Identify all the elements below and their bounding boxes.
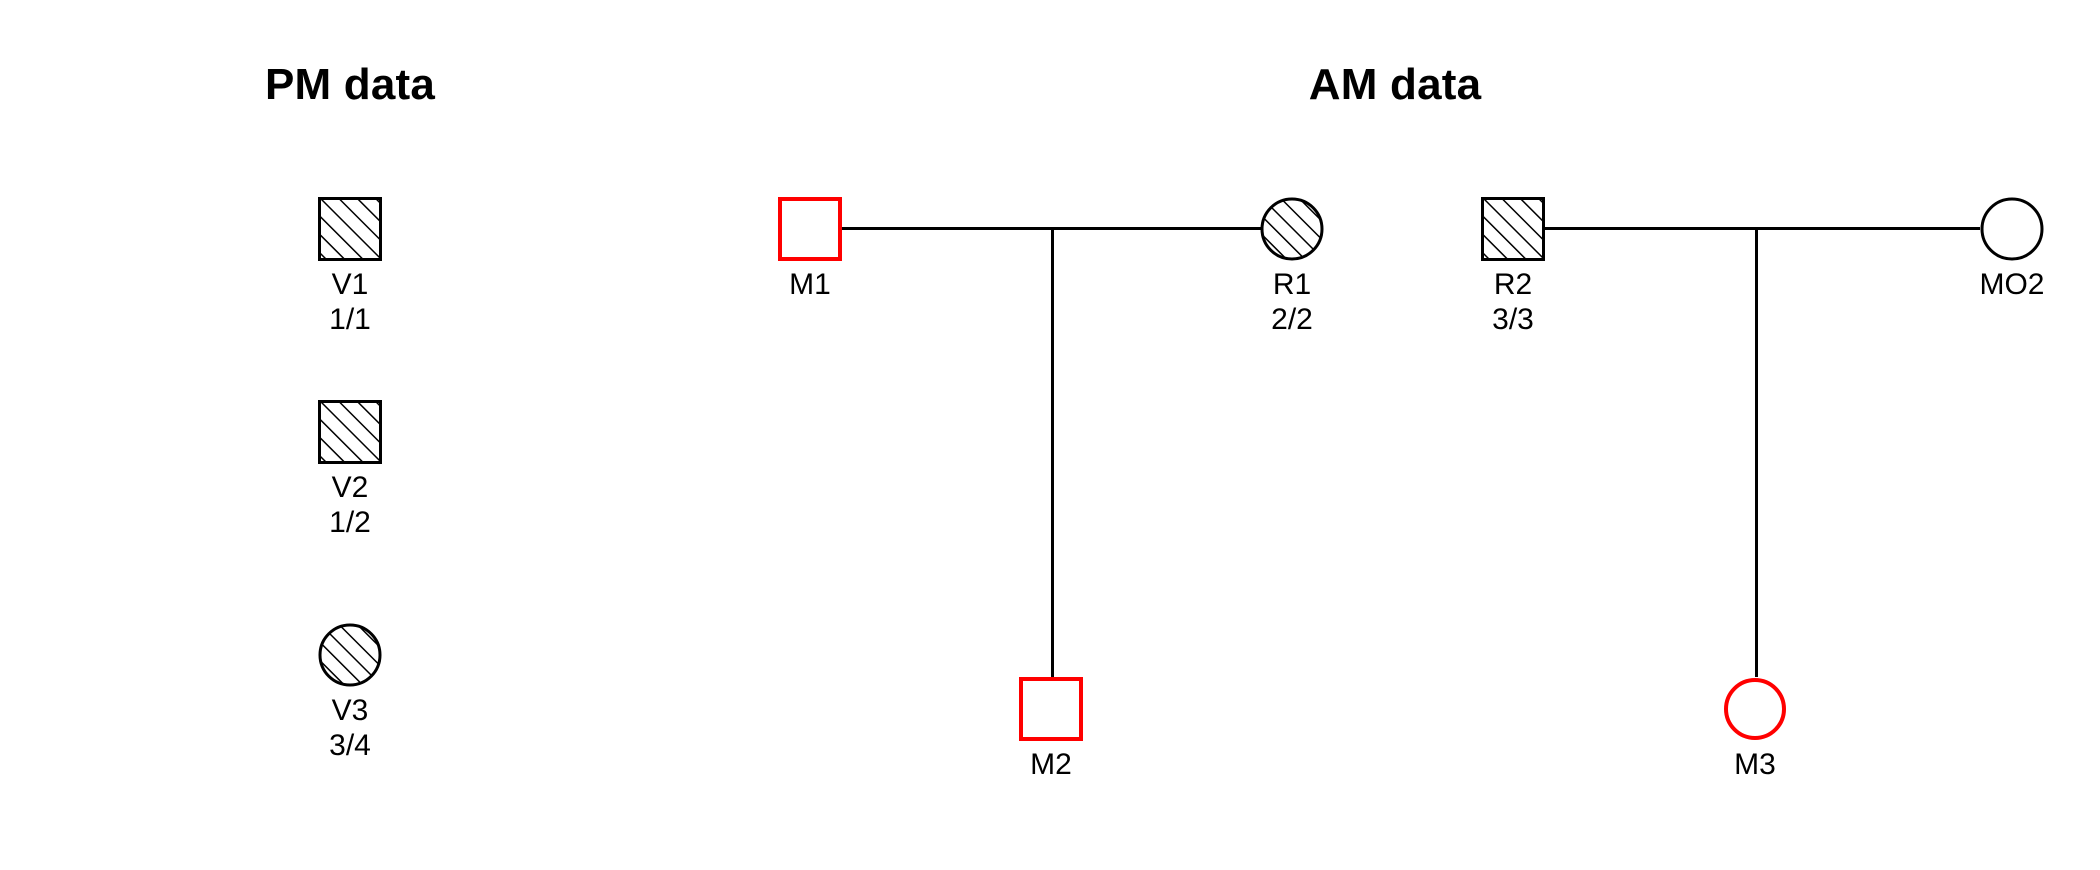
mating-line-family-1	[842, 227, 1292, 230]
pm-individual-v1: V1 1/1	[318, 197, 382, 338]
individual-id: M1	[789, 268, 831, 301]
square-empty-icon	[778, 197, 842, 261]
am-data-title: AM data	[1308, 60, 1482, 109]
am-individual-mo2: MO2	[1979, 197, 2045, 302]
square-hatched-icon	[318, 400, 382, 464]
individual-genotype: 3/3	[1492, 303, 1534, 337]
pm-individual-v2: V2 1/2	[318, 400, 382, 541]
individual-id: V2	[331, 471, 369, 504]
individual-genotype: 2/2	[1271, 303, 1313, 337]
individual-id: R1	[1272, 268, 1312, 301]
square-hatched-icon	[318, 197, 382, 261]
individual-id: M3	[1734, 748, 1776, 781]
individual-id: MO2	[1979, 268, 2045, 301]
descent-line-family-1	[1051, 227, 1054, 677]
individual-id: V1	[331, 268, 369, 301]
mating-line-family-2	[1545, 227, 1980, 230]
am-individual-m2: M2	[1019, 677, 1083, 782]
pm-data-title: PM data	[264, 60, 436, 109]
square-empty-icon	[1019, 677, 1083, 741]
circle-hatched-icon	[1260, 197, 1324, 261]
am-individual-r1: R1 2/2	[1260, 197, 1324, 338]
am-individual-r2: R2 3/3	[1481, 197, 1545, 338]
individual-id: M2	[1030, 748, 1072, 781]
am-individual-m1: M1	[778, 197, 842, 302]
individual-genotype: 1/1	[329, 303, 371, 337]
individual-genotype: 1/2	[329, 506, 371, 540]
pm-individual-v3: V3 3/4	[318, 623, 382, 764]
am-individual-m3: M3	[1723, 677, 1787, 782]
descent-line-family-2	[1755, 227, 1758, 677]
circle-hatched-icon	[318, 623, 382, 687]
individual-id: V3	[331, 694, 369, 727]
circle-empty-icon	[1723, 677, 1787, 741]
individual-id: R2	[1493, 268, 1533, 301]
square-hatched-icon	[1481, 197, 1545, 261]
individual-genotype: 3/4	[329, 729, 371, 763]
circle-empty-icon	[1980, 197, 2044, 261]
